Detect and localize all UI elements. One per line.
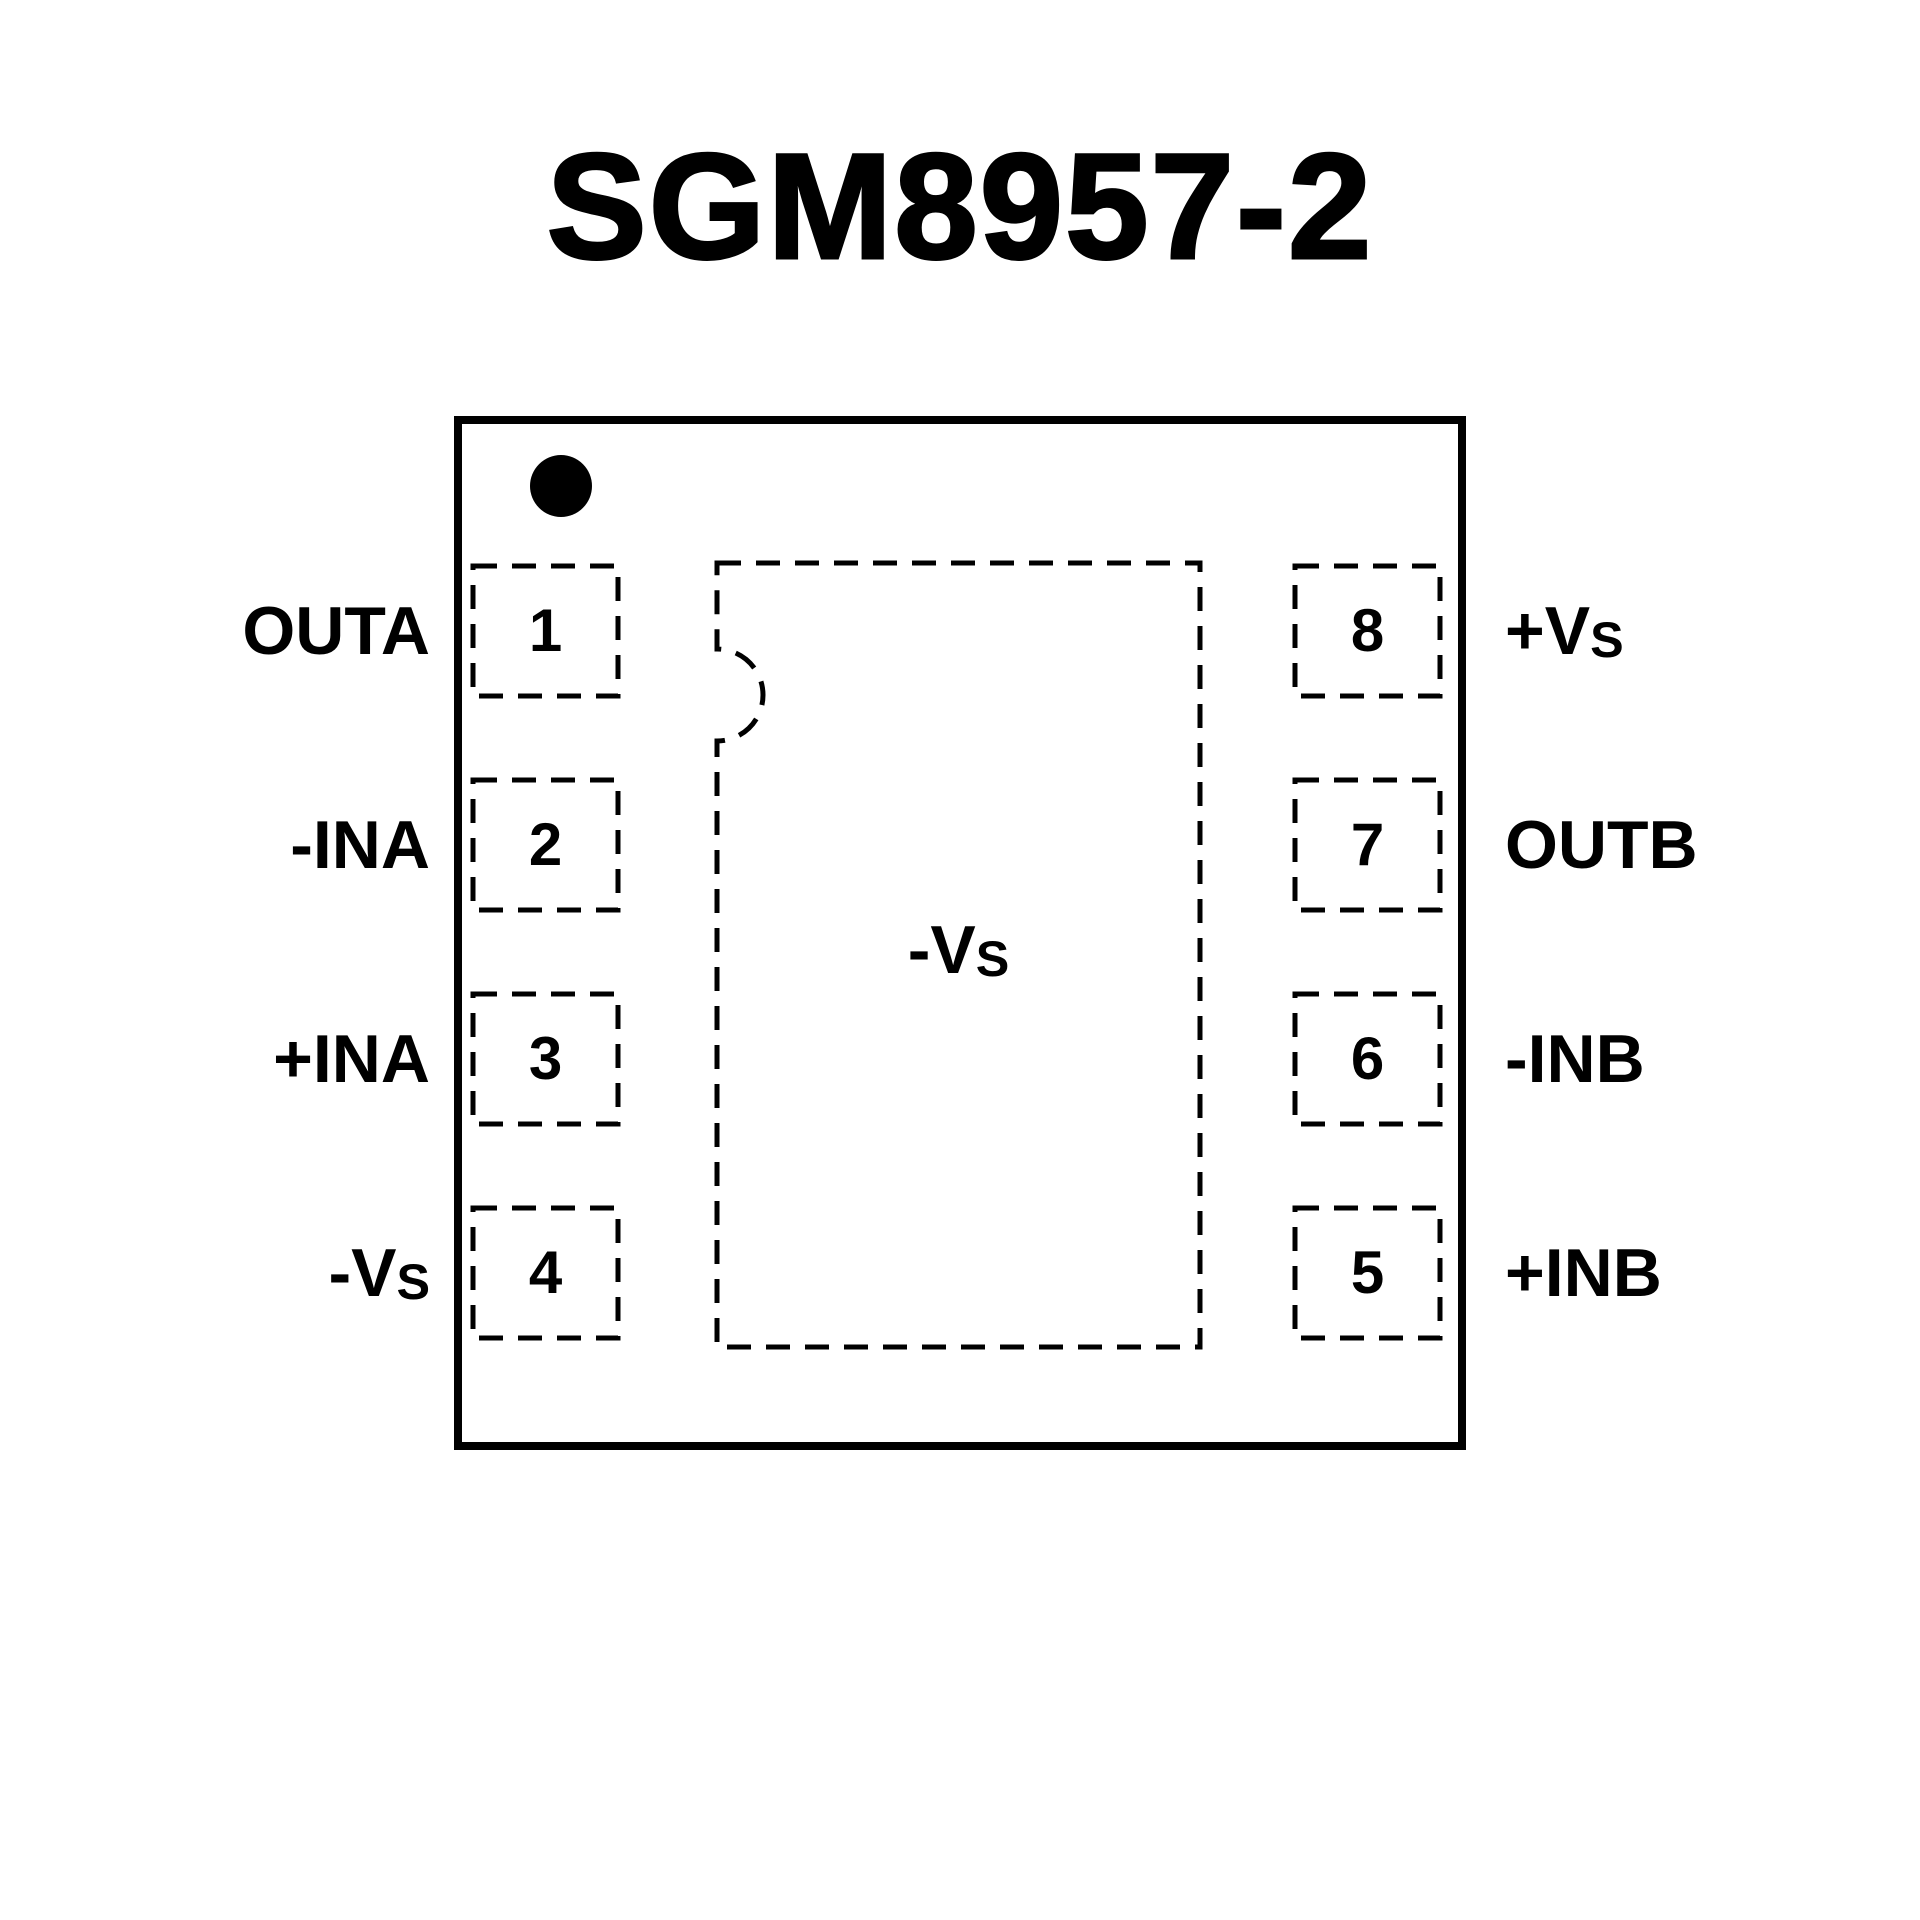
pin-number-3: 3	[528, 1025, 563, 1092]
pin-label-subscript: S	[1590, 611, 1624, 669]
pin-label-text: -INA	[290, 807, 430, 883]
thermal-pad-label: -VS	[717, 900, 1200, 1000]
pin-label-pos-vs: +VS	[1505, 583, 1920, 679]
pin-label-text: +V	[1505, 593, 1591, 669]
pin-box-4	[470, 1205, 621, 1341]
pin-number-4: 4	[528, 1239, 563, 1306]
pin-number-1: 1	[528, 597, 563, 664]
chip-title: SGM8957-2	[545, 121, 1374, 292]
pin-label-neg-inb: -INB	[1505, 1011, 1920, 1107]
pin-label-text: OUTA	[242, 593, 430, 669]
pin-number-2: 2	[528, 811, 563, 878]
pin-box-8	[1292, 563, 1443, 699]
pin-label-outa: OUTA	[90, 583, 430, 679]
pin-label-outb: OUTB	[1505, 797, 1920, 893]
pin-label-text: OUTB	[1505, 807, 1698, 883]
pin-box-6	[1292, 991, 1443, 1127]
pin1-indicator-dot	[530, 455, 592, 517]
pin-label-text: +INA	[273, 1021, 430, 1097]
chip-outline	[454, 416, 1466, 1450]
pin-box-1	[470, 563, 621, 699]
pin-box-2	[470, 777, 621, 913]
pin-box-3	[470, 991, 621, 1127]
pin-number-7: 7	[1350, 811, 1385, 878]
pin-box-5	[1292, 1205, 1443, 1341]
pin-number-8: 8	[1350, 597, 1385, 664]
pad-label-subscript: S	[975, 930, 1010, 988]
pin-box-7	[1292, 777, 1443, 913]
pin-number-6: 6	[1350, 1025, 1385, 1092]
pin-label-text: -INB	[1505, 1021, 1645, 1097]
pin-label-text: +INB	[1505, 1235, 1662, 1311]
pin-label-text: -V	[328, 1235, 397, 1311]
pin-number-5: 5	[1350, 1239, 1385, 1306]
thermal-pad-outline	[714, 560, 1203, 1350]
pin-label-pos-ina: +INA	[90, 1011, 430, 1107]
pin-label-subscript: S	[396, 1253, 430, 1311]
pin-label-neg-vs: -VS	[90, 1225, 430, 1321]
pin-label-pos-inb: +INB	[1505, 1225, 1920, 1321]
pad-label-text: -V	[907, 912, 976, 988]
pin-label-neg-ina: -INA	[90, 797, 430, 893]
